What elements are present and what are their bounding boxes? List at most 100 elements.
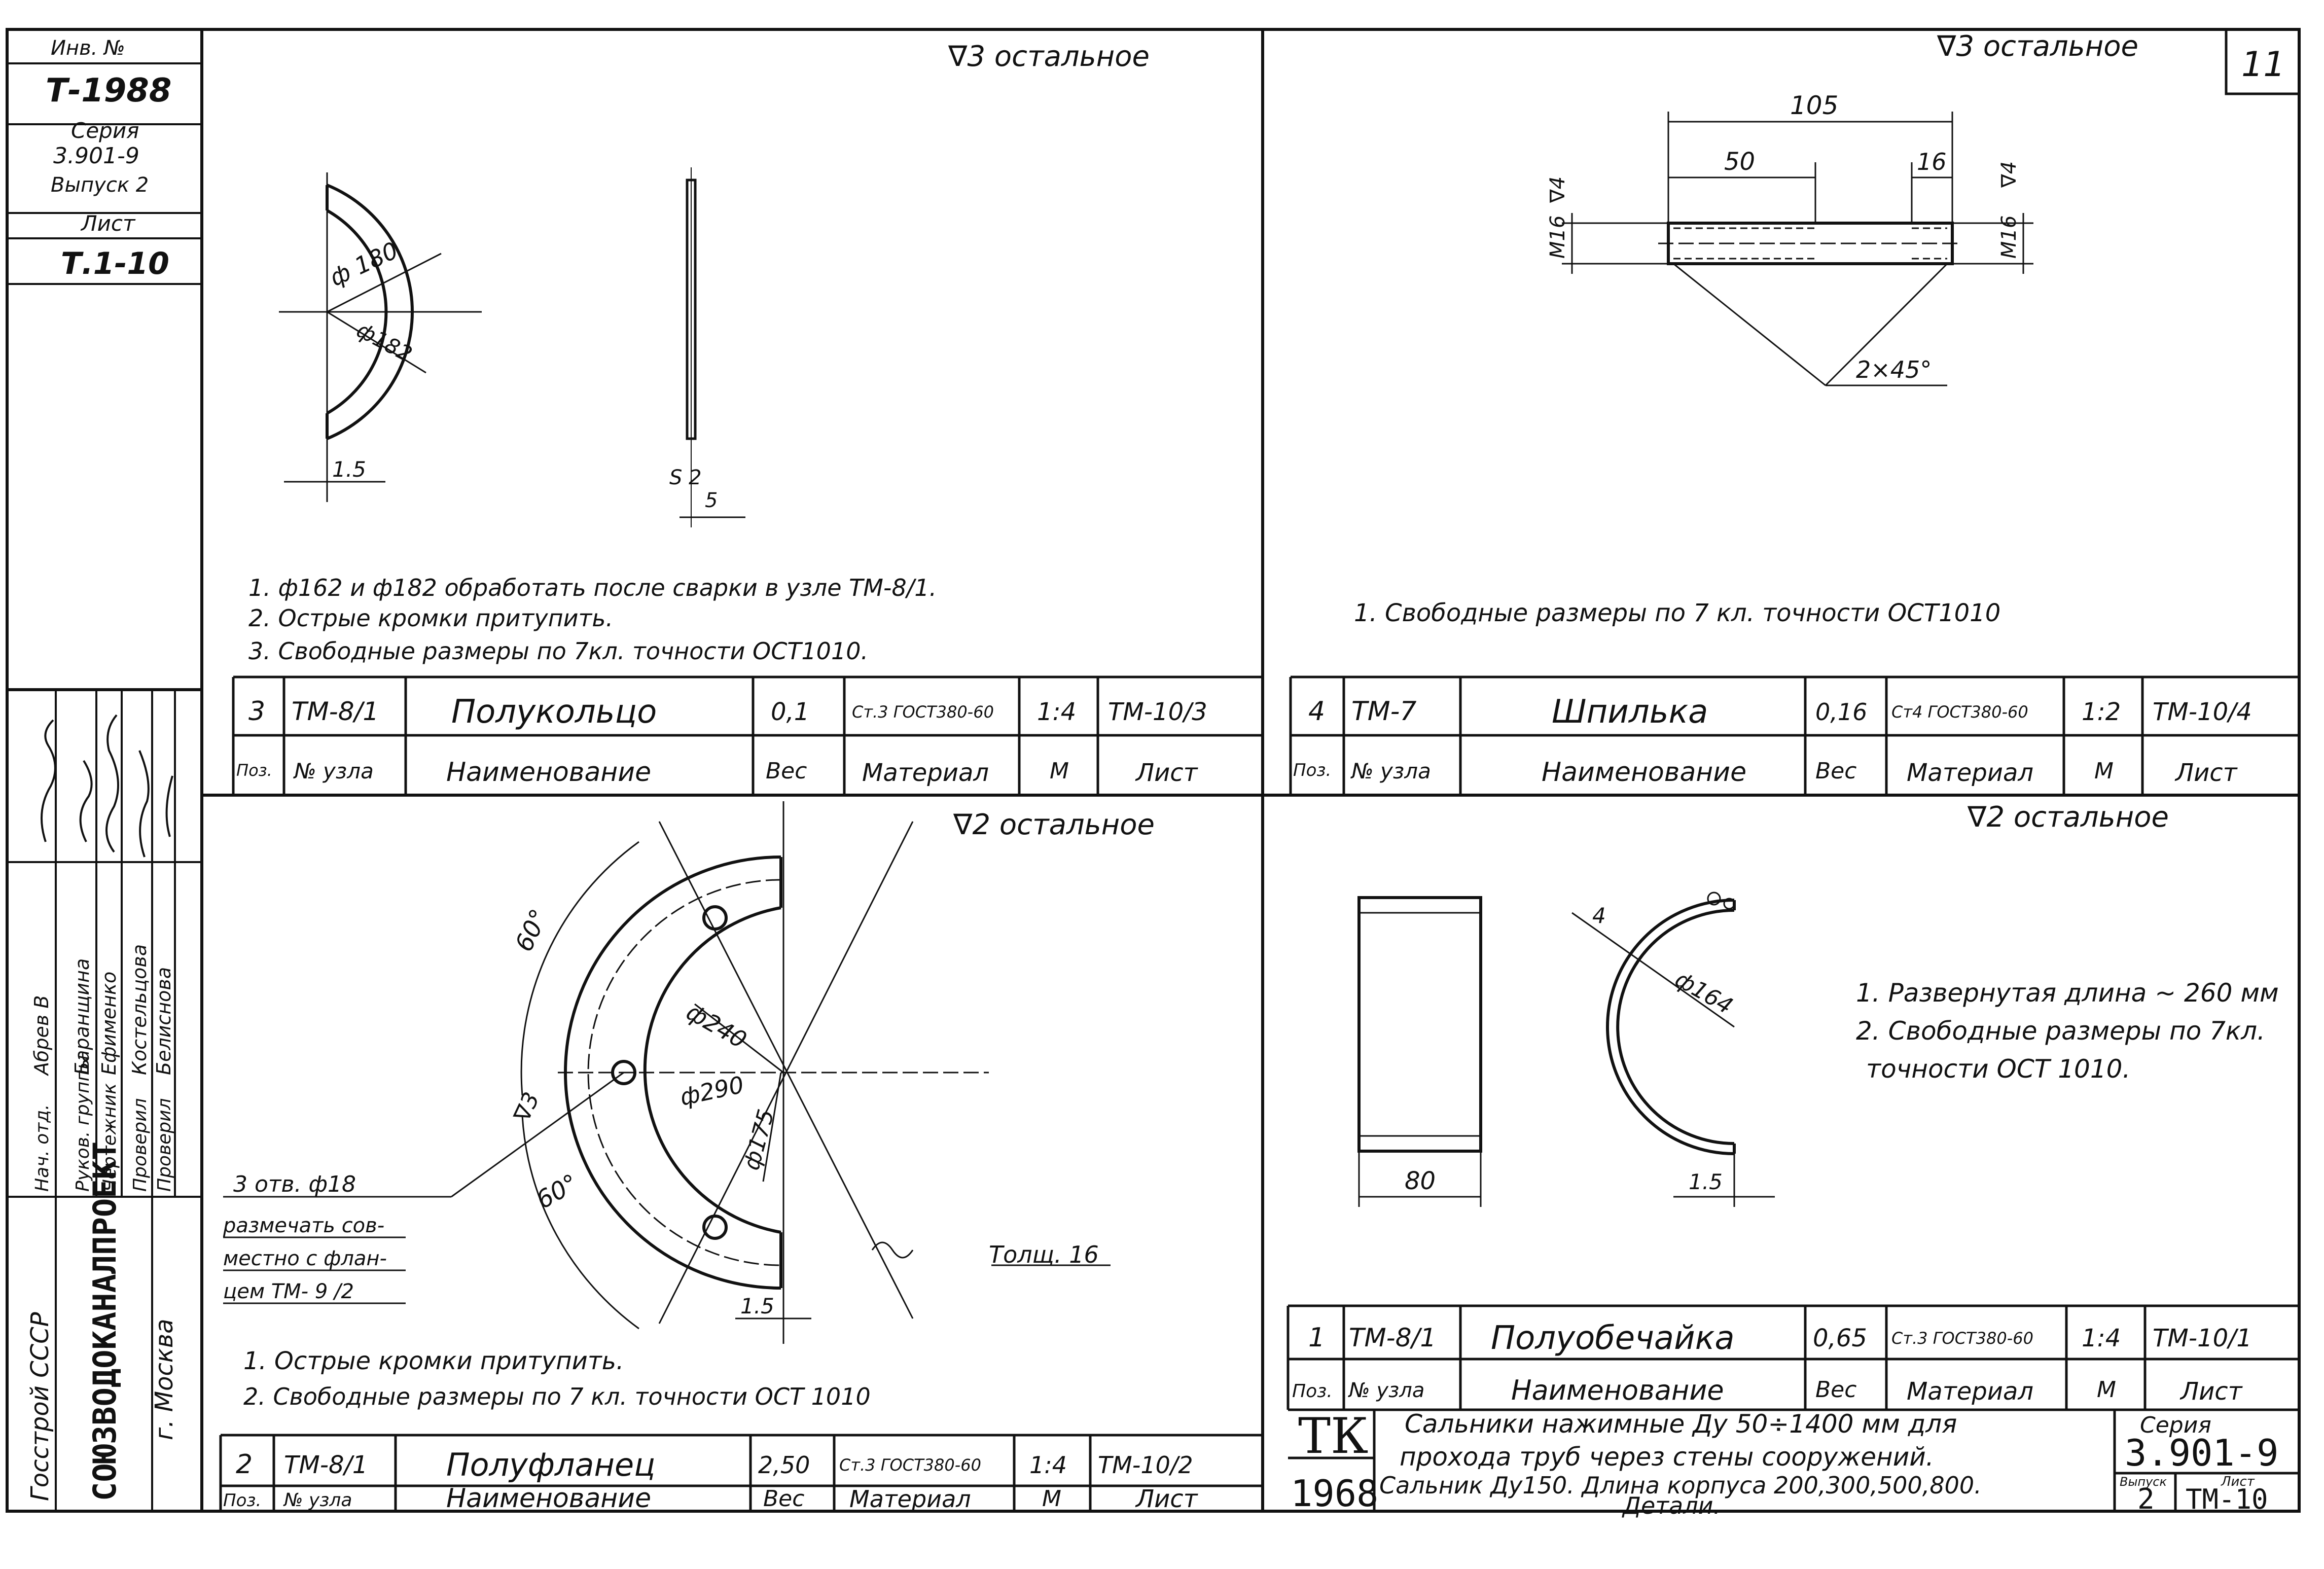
name-1: Абрев В xyxy=(30,995,53,1077)
inv-label: Инв. № xyxy=(51,37,125,60)
p1-h-node: № узла xyxy=(293,759,374,783)
p4-h-scale: М xyxy=(2097,1377,2116,1403)
signature-names: Абрев В Баранщина Ефименко Костельцова Б… xyxy=(30,944,175,1077)
p3-h-sheet: Лист xyxy=(1135,1485,1199,1513)
p4-note-2: 2. Свободные размеры по 7кл. xyxy=(1856,1016,2265,1046)
p3-h-scale: М xyxy=(1042,1486,1061,1512)
name-2: Баранщина xyxy=(71,958,93,1075)
panel-4: ∇2 остальное 80 ф164 4 1.5 1. Разве xyxy=(1286,801,2299,1411)
p4-dim-4: 4 xyxy=(1592,903,1606,928)
p3-h-node: № узла xyxy=(283,1490,352,1511)
p1-h-sheet: Лист xyxy=(1135,759,1199,787)
p3-name: Полуфланец xyxy=(446,1446,655,1483)
title-line-2: прохода труб через стены сооружений. xyxy=(1400,1442,1934,1472)
stamp-series-label: Серия xyxy=(71,118,139,143)
p2-h-pos: Поз. xyxy=(1293,760,1331,780)
p4-name: Полуобечайка xyxy=(1491,1320,1735,1357)
title-issue-value: 2 xyxy=(2137,1483,2155,1516)
tk-mark: ТК xyxy=(1298,1408,1368,1465)
p1-dim-5: 5 xyxy=(705,489,718,512)
half-shell-view xyxy=(1606,892,1736,1155)
frame xyxy=(6,28,2301,1513)
name-3: Ефименко xyxy=(98,972,120,1075)
p2-rough-4a: ∇4 xyxy=(1546,176,1569,203)
p2-h-material: Материал xyxy=(1907,759,2033,787)
p2-dim-105: 105 xyxy=(1790,91,1838,120)
title-line-3: Сальник Ду150. Длина корпуса 200,300,500… xyxy=(1379,1472,1982,1499)
p1-h-name: Наименование xyxy=(446,757,651,788)
title-line-4: Детали. xyxy=(1622,1492,1721,1519)
role-2: Руков. группы xyxy=(73,1055,93,1192)
stud-thread-lines xyxy=(1673,227,1947,260)
stamp-series-value: 3.901-9 xyxy=(53,143,139,169)
handwritten-signatures xyxy=(41,714,173,858)
p4-h-node: № узла xyxy=(1348,1379,1424,1402)
stud-dims xyxy=(1562,112,2033,386)
p4-h-material: Материал xyxy=(1907,1377,2033,1406)
p4-h-name: Наименование xyxy=(1511,1374,1724,1406)
panel-3: ∇2 остальное 60° 60° xyxy=(219,801,1263,1514)
org-mid: СОЮЗВОДОКАНАЛПРОЕКТ xyxy=(86,1142,123,1501)
p4-dim-164: ф164 xyxy=(1671,966,1737,1019)
panel-1: ∇3 остальное ф 180 ф182 1.5 S 2 5 1. ф16… xyxy=(232,40,1263,795)
p4-h-pos: Поз. xyxy=(1292,1381,1333,1402)
p3-dim-15: 1.5 xyxy=(740,1294,774,1318)
p2-h-weight: Вес xyxy=(1815,758,1856,784)
p2-dim-m16b: М16 xyxy=(1997,216,2021,259)
p2-h-node: № узла xyxy=(1350,759,1431,783)
p1-note-1: 1. ф162 и ф182 обработать после сварки в… xyxy=(248,574,937,601)
p3-angle-60a: 60° xyxy=(510,905,554,956)
org-city: г. Москва xyxy=(150,1318,178,1440)
name-5: Белиснова xyxy=(153,967,175,1075)
p4-pos: 1 xyxy=(1308,1323,1325,1353)
p1-h-pos: Поз. xyxy=(236,761,272,780)
stamp-issue-label: Выпуск 2 xyxy=(51,173,149,197)
p1-h-weight: Вес xyxy=(766,758,807,784)
half-flange-dims xyxy=(223,801,1111,1344)
p4-dim-80: 80 xyxy=(1405,1167,1436,1195)
p4-roughness: ∇2 остальное xyxy=(1967,801,2169,834)
title-block: ТК 1968 Сальники нажимные Ду 50÷1400 мм … xyxy=(1288,1408,2299,1519)
p2-name: Шпилька xyxy=(1552,693,1708,731)
p3-pos: 2 xyxy=(236,1449,253,1480)
p2-weight: 0,16 xyxy=(1815,698,1867,726)
p3-angle-60b: 60° xyxy=(531,1168,583,1215)
p3-sheet: ТМ-10/2 xyxy=(1098,1451,1193,1479)
signature-roles: Нач. отд. Руков. группы Чертежник Провер… xyxy=(32,1055,175,1192)
p3-table-grid xyxy=(219,1434,1263,1511)
p4-node: ТМ-8/1 xyxy=(1349,1323,1436,1352)
panel-2: ∇3 остальное xyxy=(1289,30,2299,795)
role-1: Нач. отд. xyxy=(32,1104,53,1192)
p1-pos: 3 xyxy=(248,696,265,727)
name-4: Костельцова xyxy=(128,944,151,1075)
p4-material: Ст.3 ГОСТ380-60 xyxy=(1891,1329,2033,1348)
role-4: Проверил xyxy=(130,1098,151,1192)
p4-h-weight: Вес xyxy=(1815,1377,1856,1403)
p4-note-3: точности ОСТ 1010. xyxy=(1866,1054,2130,1084)
half-shell-side-view xyxy=(1357,896,1482,1153)
half-shell-dims xyxy=(1571,912,1775,1207)
p2-dim-50: 50 xyxy=(1724,148,1755,176)
p3-h-weight: Вес xyxy=(763,1486,804,1512)
p1-dim-15: 1.5 xyxy=(332,457,366,482)
sheet-number: 11 xyxy=(2241,45,2285,85)
p3-h-name: Наименование xyxy=(446,1483,651,1514)
p2-dim-16: 16 xyxy=(1917,148,1947,175)
p1-scale: 1:4 xyxy=(1037,698,1076,726)
p4-sheet: ТМ-10/1 xyxy=(2153,1324,2252,1352)
p1-node: ТМ-8/1 xyxy=(292,697,379,726)
p3-rough-3: ∇3 xyxy=(509,1088,545,1126)
p4-scale: 1:4 xyxy=(2082,1324,2121,1352)
p2-table-grid xyxy=(1289,675,2299,795)
p1-dim-s2: S 2 xyxy=(669,466,702,489)
p3-weight: 2,50 xyxy=(758,1451,810,1479)
role-5: Проверил xyxy=(154,1098,175,1192)
p1-sheet: ТМ-10/3 xyxy=(1108,698,1207,726)
p1-note-2: 2. Острые кромки притупить. xyxy=(248,604,613,632)
p1-name: Полукольцо xyxy=(451,693,657,731)
p3-scale: 1:4 xyxy=(1029,1451,1067,1479)
p2-node: ТМ-7 xyxy=(1351,696,1416,727)
p3-dim-175: ф175 xyxy=(738,1107,779,1173)
p2-rough-4b: ∇4 xyxy=(1997,161,2021,188)
